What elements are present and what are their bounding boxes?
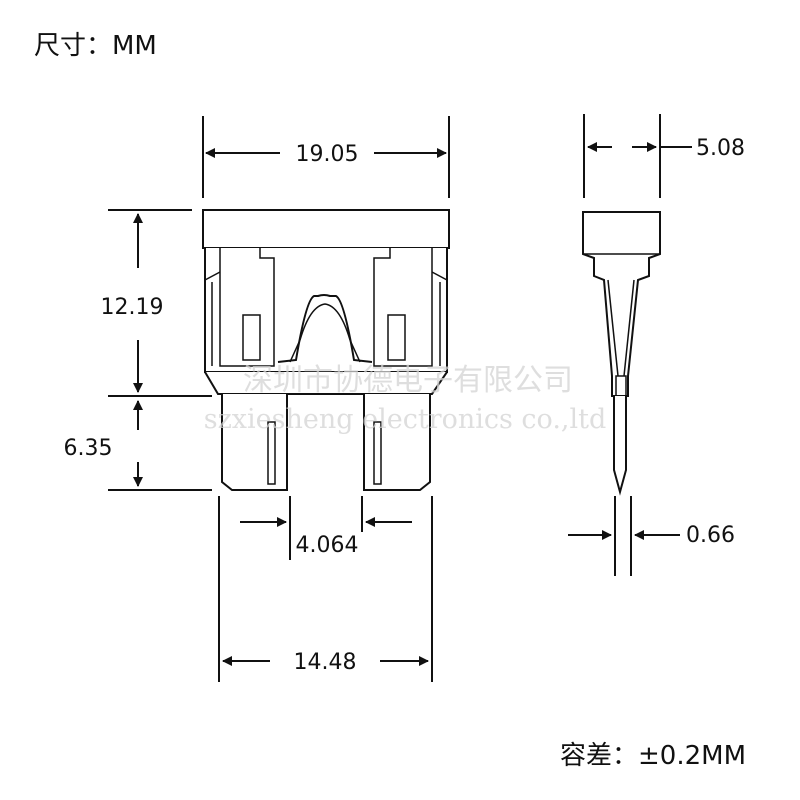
dim-top-width: 19.05 [202,116,450,198]
fuse-inner-right [373,248,433,367]
dim-side-thickness: 5.08 [583,114,745,198]
dim-blade-span-label: 14.48 [294,650,357,675]
fuse-inner-left [219,248,275,367]
watermark-en: szxiesheng electronics co.,ltd [204,404,607,435]
tolerance-label: 容差：±0.2MM [560,741,746,771]
fuse-side-view [582,211,661,496]
fuse-element [277,294,373,363]
units-label: 尺寸：MM [34,31,157,61]
fuse-side-body [582,211,661,397]
watermark: 深圳市协德电子有限公司 szxiesheng electronics co.,l… [204,363,607,435]
dim-blade-height-label: 6.35 [64,436,113,461]
dim-side-thickness-label: 5.08 [696,136,745,161]
dim-blade-gap-label: 4.064 [296,533,359,558]
dim-blade-thickness-label: 0.66 [686,523,735,548]
dim-top-width-label: 19.05 [296,142,359,167]
dim-blade-height: 6.35 [64,400,212,491]
fuse-side-blade [613,396,627,496]
fuse-top-cap [202,209,450,249]
dim-body-height: 12.19 [101,209,212,397]
fuse-slot-left [242,314,261,361]
fuse-bottom-band [204,371,448,395]
dim-blade-thickness: 0.66 [568,496,735,576]
dim-blade-span: 14.48 [218,496,433,682]
dim-body-height-label: 12.19 [101,295,164,320]
watermark-cn: 深圳市协德电子有限公司 [243,363,573,398]
fuse-body [204,248,448,373]
fuse-slot-right [387,314,406,361]
fuse-blade-left [221,394,288,491]
dim-blade-gap: 4.064 [240,496,412,560]
fuse-front-view [202,209,450,491]
